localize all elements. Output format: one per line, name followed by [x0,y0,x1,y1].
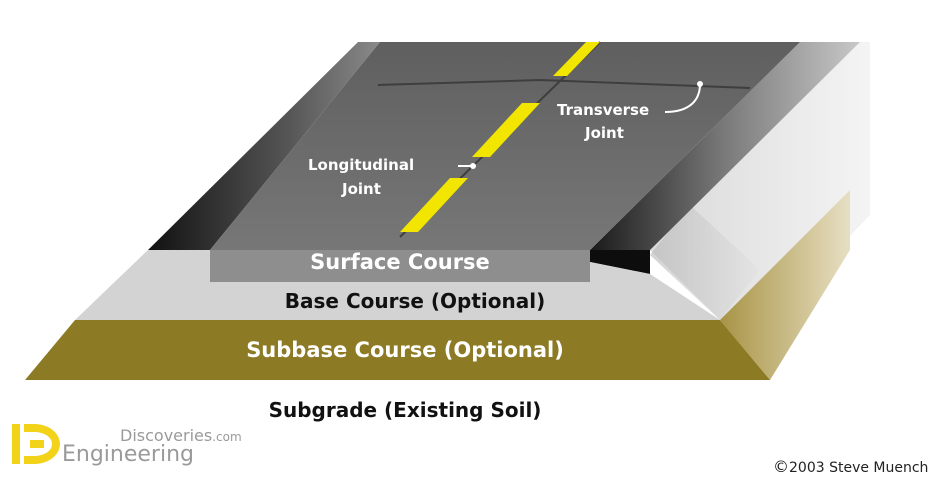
transverse-joint-leader [664,83,701,113]
transverse-joint-dot [697,81,703,87]
engineering-discoveries-logo: Discoveries.com Engineering [10,420,250,470]
subbase-course-label: Subbase Course (Optional) [246,338,564,362]
transverse-joint-line [377,78,751,89]
transverse-joint-label-line2: Joint [585,124,624,142]
logo-line1-suffix: .com [212,430,242,444]
transverse-joint-label-line1: Transverse [557,101,650,119]
logo-line2: Engineering [62,442,194,467]
surface-course-band [210,250,590,282]
longitudinal-joint-dot [470,163,476,169]
surface-course-label: Surface Course [310,250,490,274]
logo-line1: Discoveries.com [120,426,242,445]
logo-line1-word: Discoveries [120,426,213,445]
copyright-credit: ©2003 Steve Muench [773,457,928,476]
subbase-side-face [720,190,850,380]
logo-mark-icon [12,424,60,464]
copyright-symbol: © [773,457,789,476]
subgrade-label: Subgrade (Existing Soil) [268,398,542,422]
copyright-text: 2003 Steve Muench [789,460,929,476]
center-dash-1 [553,42,600,76]
right-curb-wall [590,42,860,250]
center-dash-3 [400,178,468,232]
right-curb-top [590,250,650,274]
center-dash-2 [472,103,540,157]
subbase-course-band [25,320,770,380]
road-surface [210,42,800,250]
base-side-face [650,205,760,320]
base-course-band [75,250,720,320]
base-course-label: Base Course (Optional) [284,289,546,313]
longitudinal-joint-label-line2: Joint [342,180,381,198]
left-curb-wall [148,42,380,250]
longitudinal-joint-label-line1: Longitudinal [308,156,415,174]
